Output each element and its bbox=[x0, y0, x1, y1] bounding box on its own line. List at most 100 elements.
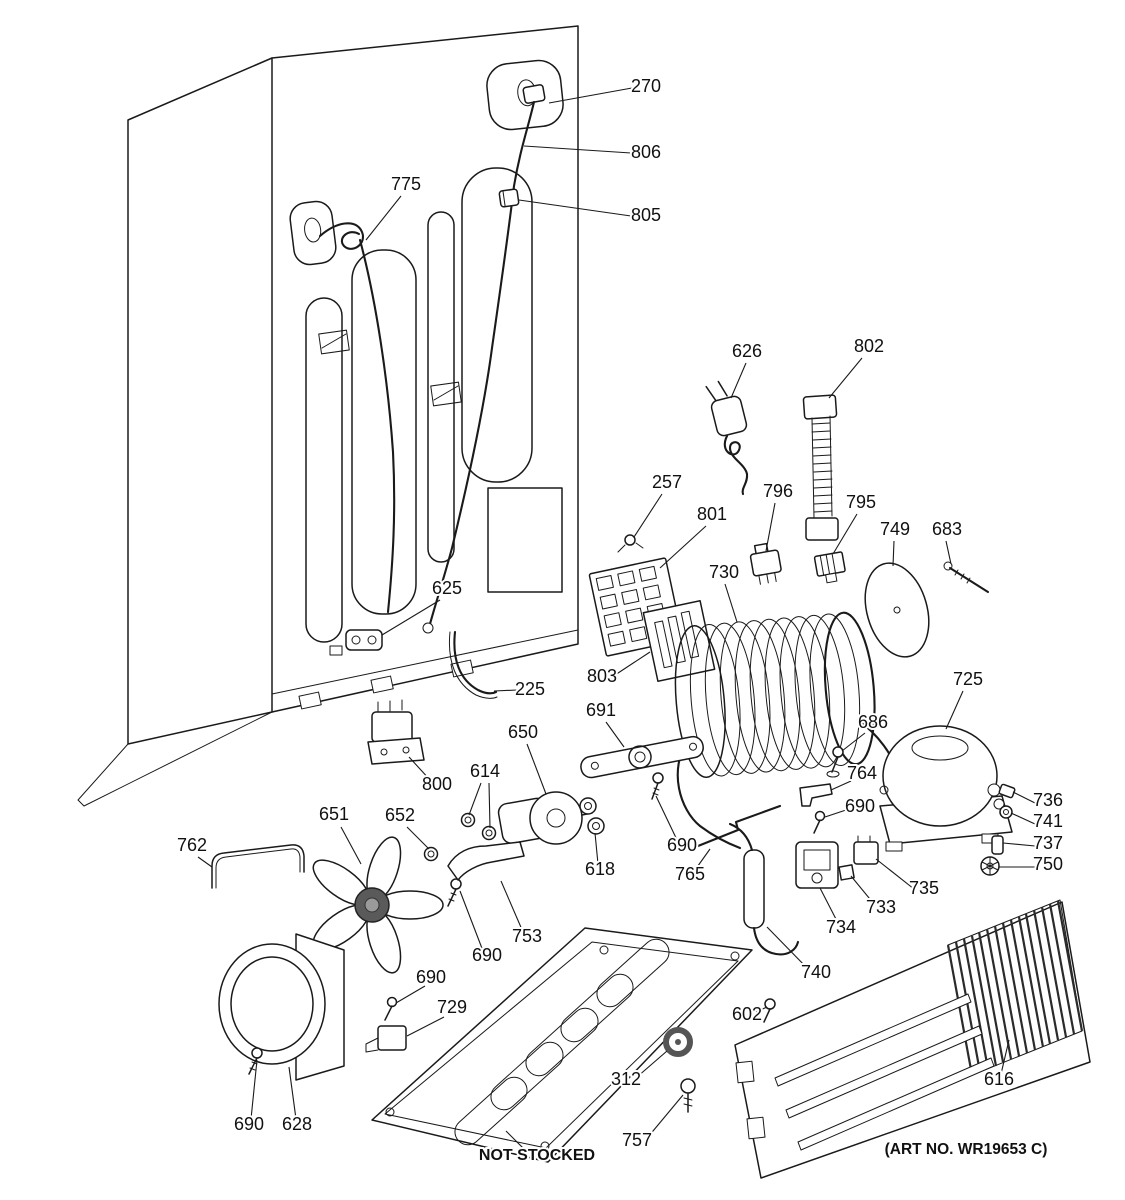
board-cover-803 bbox=[642, 599, 716, 683]
part-number-label: 652 bbox=[385, 805, 415, 825]
screw-690-compressor bbox=[813, 810, 826, 834]
cabinet-clips bbox=[318, 329, 462, 407]
part-number-label: 735 bbox=[909, 878, 939, 898]
part-number-label: 800 bbox=[422, 774, 452, 794]
part-number-label: 795 bbox=[846, 492, 876, 512]
screw-602 bbox=[763, 998, 776, 1023]
part-number-label: 806 bbox=[631, 142, 661, 162]
bolt-690-fan bbox=[651, 772, 664, 800]
callout-736: 736 bbox=[1012, 788, 1065, 812]
part-number-label: 650 bbox=[508, 722, 538, 742]
callout-733: 733 bbox=[850, 875, 898, 919]
part-number-label: 625 bbox=[432, 578, 462, 598]
fan-bracket-691 bbox=[580, 735, 704, 779]
part-number-label: 225 bbox=[515, 679, 545, 699]
condenser-coil-730 bbox=[674, 611, 876, 779]
callout-806: 806 bbox=[523, 140, 663, 164]
not-stocked-note: NOT STOCKED bbox=[477, 1130, 597, 1166]
callout-312: 312 bbox=[609, 1050, 668, 1091]
bolt-686 bbox=[826, 746, 844, 778]
part-number-label: 312 bbox=[611, 1069, 641, 1089]
callout-618: 618 bbox=[583, 832, 617, 881]
callout-614: 614 bbox=[468, 759, 502, 829]
callout-729: 729 bbox=[406, 995, 469, 1037]
fan-disc-749 bbox=[864, 562, 930, 658]
callout-616: 616 bbox=[982, 1039, 1016, 1091]
callout-803: 803 bbox=[585, 651, 651, 688]
part-number-label: 750 bbox=[1033, 854, 1063, 874]
callout-690-shroud: 690 bbox=[232, 1059, 266, 1136]
part-number-label: 602 bbox=[732, 1004, 762, 1024]
relay-796 bbox=[749, 542, 782, 585]
part-number-label: 270 bbox=[631, 76, 661, 96]
callout-805: 805 bbox=[518, 199, 663, 227]
callout-750: 750 bbox=[999, 852, 1065, 876]
washers-618 bbox=[579, 797, 605, 835]
part-number-label: 725 bbox=[953, 669, 983, 689]
washer-741 bbox=[999, 805, 1013, 819]
part-number-label: 618 bbox=[585, 859, 615, 879]
callout-737: 737 bbox=[1002, 831, 1065, 855]
part-number-label: 796 bbox=[763, 481, 793, 501]
clip-733 bbox=[838, 864, 855, 881]
part-number-label: 729 bbox=[437, 997, 467, 1017]
nut-652 bbox=[423, 846, 439, 862]
callout-795: 795 bbox=[832, 490, 878, 555]
part-number-label: 737 bbox=[1033, 833, 1063, 853]
bracket-764 bbox=[799, 783, 833, 807]
callout-257: 257 bbox=[633, 470, 684, 538]
callout-764: 764 bbox=[830, 761, 879, 791]
screw-257 bbox=[617, 534, 644, 553]
coil-tube-left bbox=[676, 738, 742, 850]
screw-690-switch bbox=[384, 996, 398, 1021]
cable-clip-805 bbox=[498, 188, 520, 208]
part-number-label: 736 bbox=[1033, 790, 1063, 810]
fan-blade-651 bbox=[312, 836, 444, 974]
callout-734: 734 bbox=[819, 887, 858, 939]
part-number-label: 628 bbox=[282, 1114, 312, 1134]
part-number-label: 691 bbox=[586, 700, 616, 720]
bolt-757 bbox=[680, 1078, 696, 1113]
relay-735 bbox=[853, 835, 879, 865]
part-number-label: 765 bbox=[675, 864, 705, 884]
vent-grille bbox=[946, 900, 1084, 1076]
switch-729 bbox=[365, 1025, 407, 1053]
part-number-label: 626 bbox=[732, 341, 762, 361]
callout-796: 796 bbox=[761, 479, 795, 552]
callout-735: 735 bbox=[875, 858, 941, 900]
callout-652: 652 bbox=[383, 803, 430, 850]
ribbon-cable-802 bbox=[802, 394, 839, 541]
part-number-label: 757 bbox=[622, 1130, 652, 1150]
callout-225: 225 bbox=[493, 677, 547, 701]
part-number-label: 614 bbox=[470, 761, 500, 781]
part-number-label: 730 bbox=[709, 562, 739, 582]
wire-765 bbox=[696, 804, 782, 848]
callout-690-fan: 690 bbox=[655, 795, 699, 857]
refrigerator-cabinet bbox=[77, 25, 579, 807]
part-number-label: 690 bbox=[234, 1114, 264, 1134]
callout-683: 683 bbox=[930, 517, 964, 565]
part-number-label: 764 bbox=[847, 763, 877, 783]
power-cable-806 bbox=[422, 100, 536, 634]
callout-686: 686 bbox=[841, 710, 890, 752]
part-number-label: 257 bbox=[652, 472, 682, 492]
part-number-label: 801 bbox=[697, 504, 727, 524]
shroud-handle-762 bbox=[211, 844, 305, 889]
callout-765: 765 bbox=[673, 848, 711, 886]
part-number-label: 749 bbox=[880, 519, 910, 539]
part-number-label: 805 bbox=[631, 205, 661, 225]
callout-690-bracket: 690 bbox=[459, 890, 504, 967]
callout-690-switch: 690 bbox=[395, 965, 448, 1004]
wire-harness-775 bbox=[318, 222, 396, 614]
foam-channels bbox=[305, 167, 563, 643]
bracket-795 bbox=[813, 551, 846, 584]
drier-740 bbox=[728, 822, 800, 956]
part-number-label: 753 bbox=[512, 926, 542, 946]
part-number-label: 690 bbox=[416, 967, 446, 987]
power-cord-626 bbox=[705, 380, 749, 496]
part-number-label: 651 bbox=[319, 804, 349, 824]
callout-602: 602 bbox=[730, 1002, 768, 1026]
valve-bracket-800 bbox=[367, 699, 425, 765]
part-number-label: 683 bbox=[932, 519, 962, 539]
